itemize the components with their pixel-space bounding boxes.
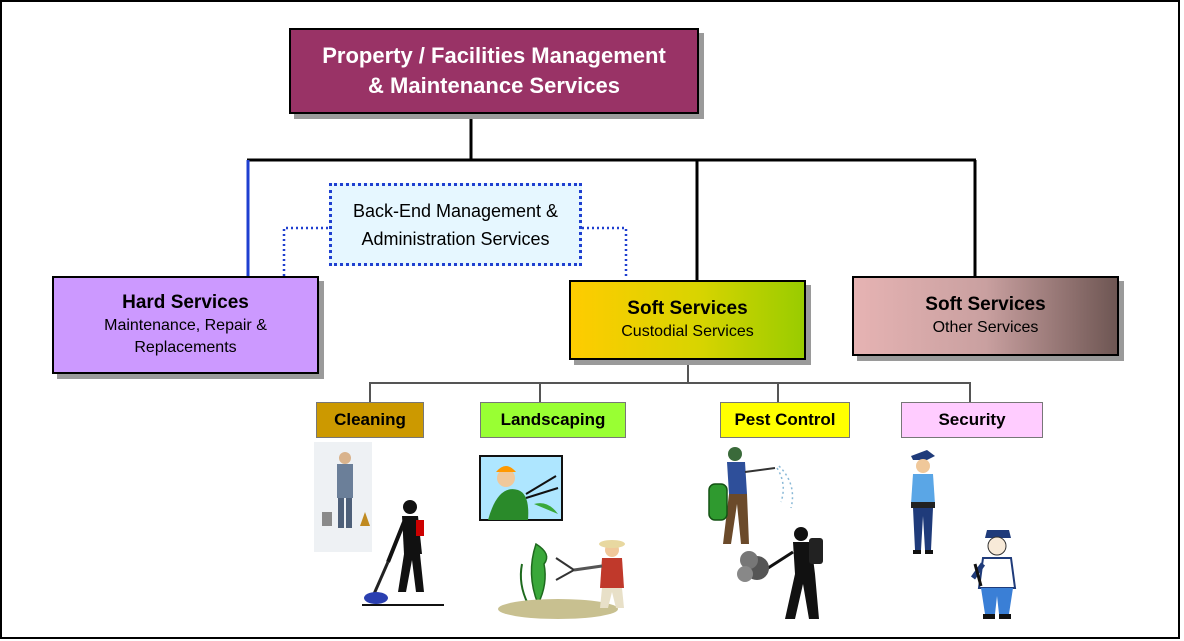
police-officer-icon xyxy=(970,530,1017,619)
soft-services-other-node: Soft Services Other Services xyxy=(852,276,1119,356)
sprayer-icon xyxy=(708,447,794,544)
hard-services-line1: Maintenance, Repair & xyxy=(104,317,267,334)
pest-control-illustration xyxy=(708,447,823,619)
soft-custodial-sub: Custodial Services xyxy=(621,323,754,340)
police-woman-icon xyxy=(911,450,935,554)
category-security: Security xyxy=(901,402,1043,438)
top-node-line1: Property / Facilities Management xyxy=(322,43,666,68)
fogger-icon xyxy=(737,527,823,619)
backend-line1: Back-End Management & xyxy=(352,200,559,221)
hard-services-title: Hard Services xyxy=(122,292,249,313)
landscaping-illustration xyxy=(479,455,625,619)
vacuum-worker-icon xyxy=(362,500,444,606)
hard-services-line2: Replacements xyxy=(134,339,237,356)
cleaning-illustration xyxy=(314,442,444,606)
category-cleaning: Cleaning xyxy=(316,402,424,438)
soft-custodial-title: Soft Services xyxy=(627,298,748,319)
category-pest-control: Pest Control xyxy=(720,402,850,438)
backend-line2: Administration Services xyxy=(361,228,550,249)
hard-services-node: Hard Services Maintenance, Repair & Repl… xyxy=(52,276,319,374)
soft-services-custodial-node: Soft Services Custodial Services xyxy=(569,280,806,360)
security-illustration xyxy=(911,450,1017,619)
cleaner-photo-icon xyxy=(314,442,372,552)
hedge-trimmer-icon xyxy=(479,455,563,521)
backend-management-node: Back-End Management & Administration Ser… xyxy=(329,183,582,266)
soft-other-title: Soft Services xyxy=(925,294,1046,315)
top-node-property-management: Property / Facilities Management & Maint… xyxy=(289,28,699,114)
top-node-line2: & Maintenance Services xyxy=(368,73,620,98)
soft-other-sub: Other Services xyxy=(932,319,1039,336)
category-landscaping: Landscaping xyxy=(480,402,626,438)
gardener-icon xyxy=(498,540,625,619)
